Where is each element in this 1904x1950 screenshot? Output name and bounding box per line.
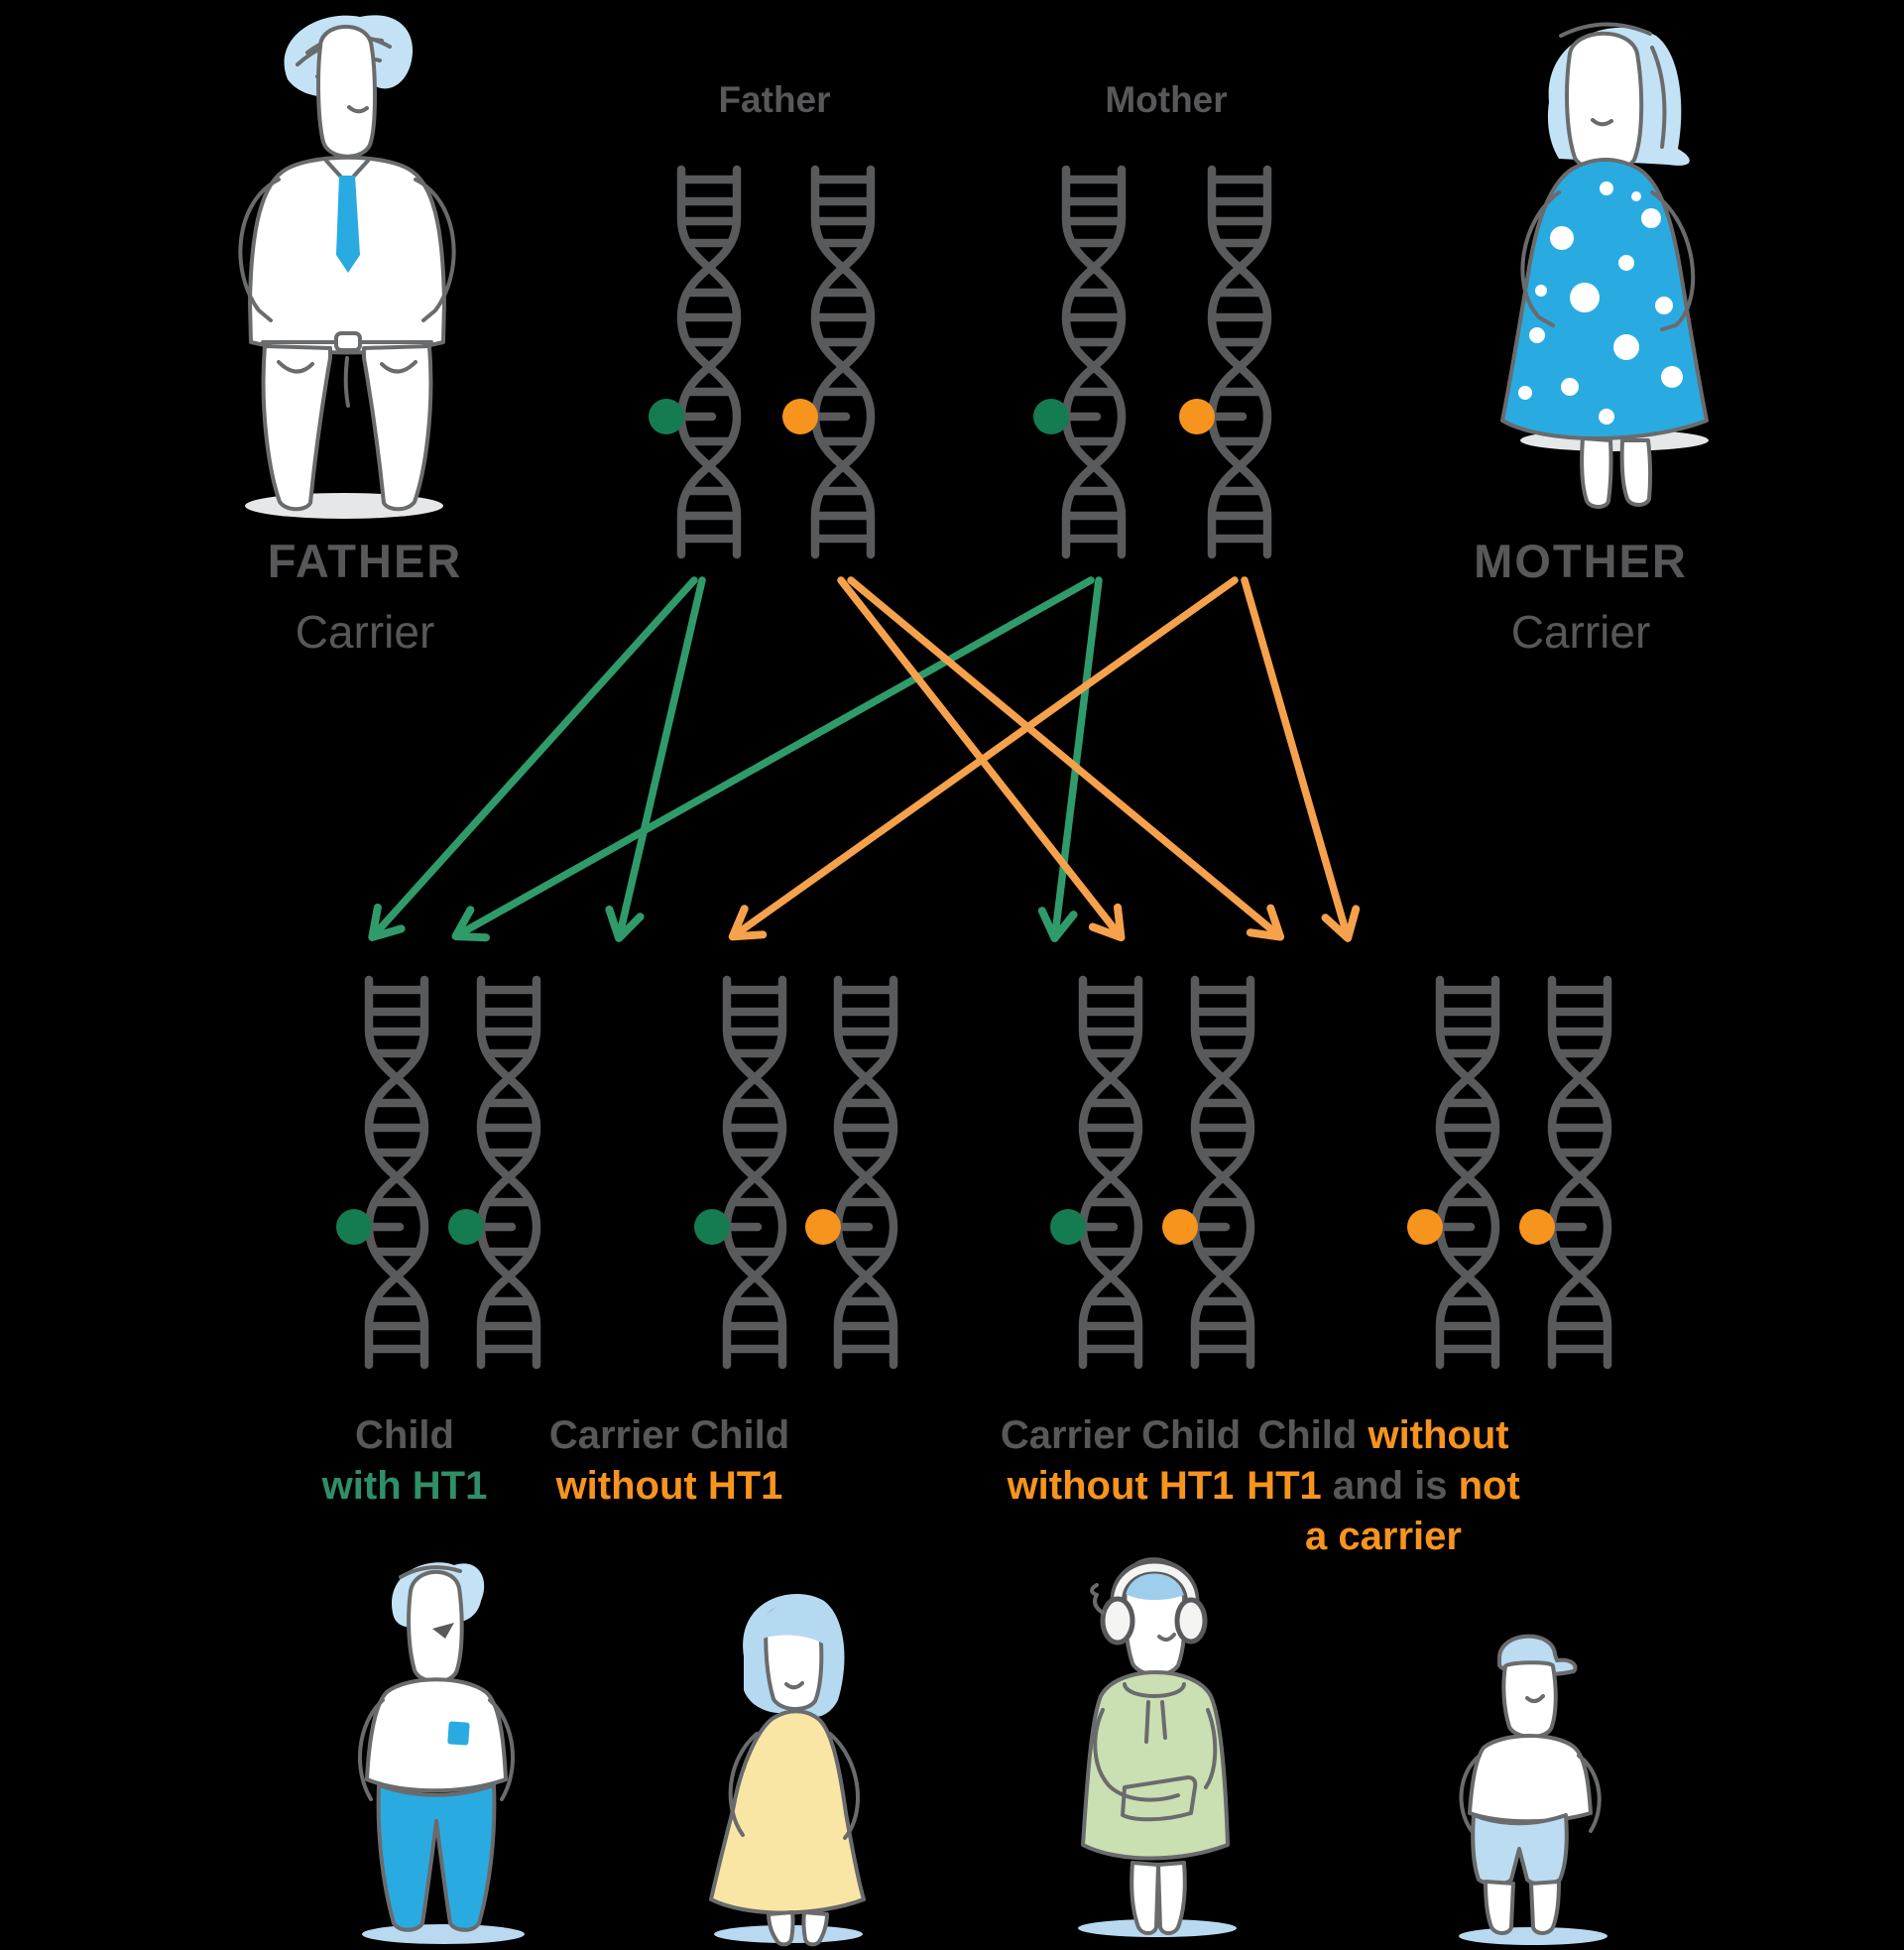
child-4-chromosome-1 [1407, 980, 1495, 1365]
child-2-left-leg [767, 1910, 795, 1947]
child-3-chromosome-2 [1162, 980, 1250, 1365]
child-1-head [407, 1569, 464, 1684]
arrow-father-ht1-to-child1 [368, 576, 698, 941]
ht1-allele-dot [694, 1209, 730, 1245]
father-status-label: Carrier [295, 606, 435, 658]
child-3-caption: Carrier Child without HT1 [922, 1410, 1319, 1512]
mother-figure-illustration [1500, 22, 1709, 509]
child-1-caption: Child with HT1 [206, 1410, 603, 1512]
child-2-figure-illustration [709, 1593, 866, 1947]
father-left-leg [261, 344, 332, 512]
child-3-left-leg [1130, 1861, 1160, 1935]
caption-text: a carrier [1305, 1515, 1462, 1558]
ht1-allele-dot [649, 399, 684, 434]
child-4-chromosome-2 [1519, 980, 1607, 1365]
child-3-figure-illustration [1078, 1557, 1237, 1937]
father-name-label: FATHER [267, 535, 463, 587]
father-tie [336, 176, 360, 273]
child-2-caption: Carrier Child without HT1 [471, 1410, 868, 1512]
normal-allele-dot [1407, 1209, 1443, 1245]
child-4-right-leg [1529, 1880, 1561, 1935]
caption-text: with HT1 [321, 1464, 488, 1508]
mother-dress-polka-dots [1518, 182, 1683, 425]
child-3-hoodie [1081, 1670, 1230, 1861]
arrow-father-normal-to-child4 [847, 576, 1285, 941]
father-chromosome-ht1 [649, 170, 737, 554]
child-3-right-leg [1156, 1861, 1187, 1935]
normal-allele-dot [1519, 1209, 1555, 1245]
mother-chromosomes-label: Mother [1105, 79, 1228, 120]
normal-allele-dot [1162, 1209, 1198, 1245]
child-1-pants [376, 1783, 497, 1932]
father-figure-illustration [238, 15, 456, 519]
child-4-left-leg [1484, 1880, 1515, 1935]
normal-allele-dot [782, 399, 818, 434]
father-head [316, 25, 377, 159]
child-4-figure-illustration [1459, 1634, 1607, 1945]
headphones-band [1113, 1563, 1197, 1606]
arrow-mother-normal-to-child4 [1241, 576, 1361, 942]
child-1-chromosome-1 [336, 980, 424, 1365]
caption-text: and is [1321, 1464, 1459, 1508]
normal-allele-dot [1179, 399, 1215, 434]
caption-text: without HT1 [1007, 1464, 1235, 1508]
mother-dress [1500, 158, 1709, 440]
caption-text: not [1458, 1464, 1520, 1508]
normal-allele-dot [805, 1209, 841, 1245]
child-4-shorts [1471, 1813, 1569, 1887]
mother-left-leg [1580, 436, 1613, 509]
headphone-left-cup [1100, 1596, 1135, 1645]
child-1-shirt [365, 1677, 508, 1793]
ht1-allele-dot [1033, 399, 1069, 434]
mother-status-label: Carrier [1510, 606, 1651, 658]
caption-text: without HT1 [555, 1464, 783, 1508]
caption-text: Child [1257, 1413, 1368, 1457]
mother-head [1565, 31, 1644, 174]
arrow-mother-ht1-to-child3 [1037, 576, 1103, 942]
arrow-father-ht1-to-child2 [605, 576, 706, 942]
ht1-allele-dot [448, 1209, 484, 1245]
mother-chromosome-ht1 [1033, 170, 1122, 554]
caption-text: Carrier Child [548, 1413, 790, 1457]
mother-right-leg [1619, 438, 1653, 507]
child-2-chromosome-2 [805, 980, 893, 1365]
caption-text: HT1 [1247, 1464, 1322, 1508]
mother-name-label: MOTHER [1474, 535, 1688, 587]
caption-text: Child [355, 1413, 454, 1457]
caption-text: without [1368, 1413, 1509, 1457]
child-1-shadow [362, 1924, 525, 1944]
father-right-leg [362, 344, 433, 512]
child-3-chromosome-1 [1050, 980, 1138, 1365]
child-1-pocket [447, 1721, 470, 1746]
arrow-mother-normal-to-child2 [728, 576, 1239, 941]
headphone-right-cup [1174, 1597, 1208, 1645]
child-1-figure-illustration [358, 1562, 525, 1944]
child-4-shirt [1468, 1734, 1593, 1824]
father-chromosome-normal [782, 170, 871, 554]
mother-chromosome-normal [1179, 170, 1267, 554]
child-4-caption: Child without HT1 and is not a carrier [1185, 1410, 1582, 1562]
child-1-chromosome-2 [448, 980, 536, 1365]
ht1-allele-dot [1050, 1209, 1086, 1245]
caption-text: Carrier Child [1000, 1413, 1242, 1457]
child-2-right-leg [801, 1910, 829, 1947]
ht1-allele-dot [336, 1209, 372, 1245]
child-2-chromosome-1 [694, 980, 782, 1365]
arrow-mother-ht1-to-child1 [451, 576, 1095, 942]
father-chromosomes-label: Father [718, 79, 831, 120]
